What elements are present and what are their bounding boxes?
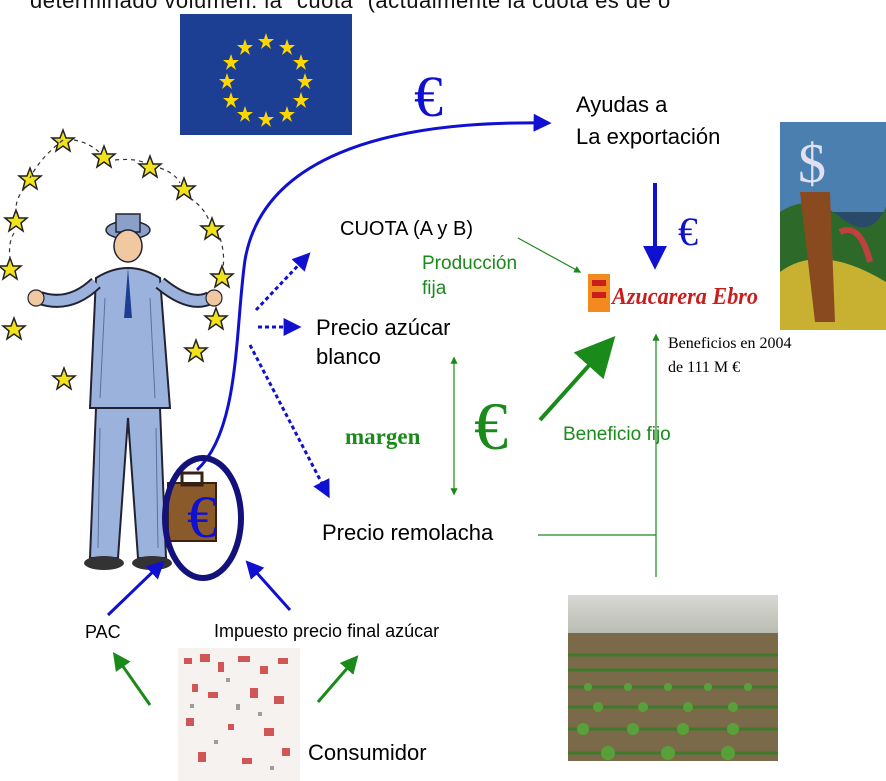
cuota-label: CUOTA (A y B): [340, 218, 473, 240]
precio-azucar-label: Precio azúcar blanco: [316, 315, 451, 369]
consumer-illustration: [178, 648, 300, 781]
juggler-illustration: [0, 118, 245, 588]
produccion-fija-label: Producción fija: [422, 253, 518, 299]
ayudas-label: Ayudas a La exportación: [576, 92, 721, 149]
euro-symbol-right: €: [678, 209, 698, 254]
beneficio-fijo-label: Beneficio fijo: [563, 424, 671, 445]
euro-symbol-margen: €: [474, 388, 508, 464]
beneficios-2004-label: Beneficios en 2004 de 111 M €: [668, 335, 792, 376]
euro-symbol-top: €: [414, 64, 443, 129]
svg-text:$: $: [798, 133, 826, 195]
dollar-painting: $: [780, 122, 886, 330]
precio-remolacha-label: Precio remolacha: [322, 520, 494, 545]
logo-text: Azucarera Ebro: [610, 284, 758, 310]
azucarera-ebro-logo: Azucarera Ebro: [586, 270, 762, 316]
consumidor-label: Consumidor: [308, 740, 427, 765]
eu-flag-icon: [180, 14, 352, 135]
header-text: determinado volumen: la “cuota” (actualm…: [30, 0, 671, 13]
euro-symbol-circle: €: [187, 484, 217, 550]
impuesto-label: Impuesto precio final azúcar: [214, 621, 440, 641]
beet-field-photo: [568, 595, 778, 761]
margen-label: margen: [345, 424, 421, 449]
pac-label: PAC: [85, 622, 121, 642]
